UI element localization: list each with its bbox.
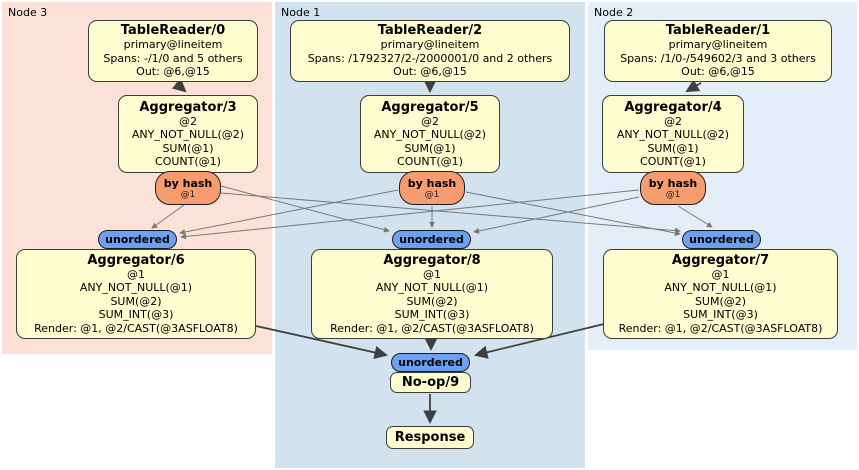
processor-detail: SUM(@1): [162, 141, 214, 155]
processor-detail: primary@lineitem: [668, 38, 768, 52]
router-label: by hash: [407, 176, 457, 190]
processor-detail: Render: @1, @2/CAST(@3ASFLOAT8): [330, 321, 534, 335]
processor-detail: @2: [664, 114, 682, 128]
processor-aggregator-5: Aggregator/5 @2 ANY_NOT_NULL(@2) SUM(@1)…: [360, 95, 500, 173]
processor-detail: ANY_NOT_NULL(@2): [616, 128, 730, 141]
processor-title: TableReader/1: [665, 23, 771, 39]
unordered-sync-agg7: unordered: [682, 230, 761, 249]
processor-detail: SUM_INT(@3): [98, 308, 174, 322]
by-hash-router-node1: by hash @1: [399, 171, 465, 205]
router-key: @1: [665, 189, 681, 200]
processor-aggregator-3: Aggregator/3 @2 ANY_NOT_NULL(@2) SUM(@1)…: [118, 95, 258, 173]
sync-label: unordered: [105, 233, 170, 246]
cluster-label: Node 2: [594, 6, 634, 19]
processor-detail: primary@lineitem: [380, 38, 480, 52]
sync-label: unordered: [398, 356, 463, 369]
router-key: @1: [180, 189, 196, 200]
processor-tablereader-0: TableReader/0 primary@lineitem Spans: -/…: [88, 20, 258, 82]
processor-detail: COUNT(@1): [155, 155, 221, 168]
processor-detail: SUM(@1): [647, 141, 699, 155]
processor-detail: ANY_NOT_NULL(@2): [373, 128, 487, 141]
unordered-sync-agg6: unordered: [98, 230, 177, 249]
processor-detail: SUM(@2): [110, 294, 162, 308]
processor-edges: [171, 78, 702, 425]
processor-tablereader-2: TableReader/2 primary@lineitem Spans: /1…: [290, 20, 570, 82]
router-key: @1: [424, 189, 440, 200]
processor-title: Aggregator/3: [139, 99, 237, 115]
processor-detail: primary@lineitem: [123, 38, 223, 52]
unordered-sync-agg8: unordered: [392, 230, 471, 249]
cluster-label: Node 1: [281, 6, 321, 19]
processor-aggregator-7: Aggregator/7 @1 ANY_NOT_NULL(@1) SUM(@2)…: [603, 249, 838, 339]
processor-detail: @1: [127, 267, 145, 281]
processor-detail: Spans: /1792327/2-/2000001/0 and 2 other…: [307, 51, 553, 65]
processor-detail: ANY_NOT_NULL(@1): [375, 281, 489, 295]
hash-router-streams: [151, 185, 713, 240]
processor-detail: Spans: /1/0-/549602/3 and 3 others: [620, 51, 816, 65]
sync-label: unordered: [689, 233, 754, 246]
response-node: Response: [386, 426, 474, 449]
processor-title: No-op/9: [401, 375, 460, 390]
router-label: by hash: [163, 176, 213, 190]
processor-aggregator-6: Aggregator/6 @1 ANY_NOT_NULL(@1) SUM(@2)…: [16, 249, 256, 339]
router-label: by hash: [648, 176, 698, 190]
by-hash-router-node2: by hash @1: [640, 171, 706, 205]
processor-aggregator-8: Aggregator/8 @1 ANY_NOT_NULL(@1) SUM(@2)…: [311, 249, 553, 339]
processor-detail: COUNT(@1): [397, 155, 463, 168]
processor-tablereader-1: TableReader/1 primary@lineitem Spans: /1…: [604, 20, 832, 82]
processor-detail: SUM(@1): [404, 141, 456, 155]
processor-detail: COUNT(@1): [640, 155, 706, 168]
processor-title: Aggregator/4: [624, 99, 722, 115]
processor-noop-9: No-op/9: [390, 372, 471, 393]
processor-detail: Out: @6,@15: [136, 65, 210, 79]
processor-detail: Render: @1, @2/CAST(@3ASFLOAT8): [34, 321, 238, 335]
processor-title: TableReader/2: [377, 23, 483, 39]
processor-detail: @2: [421, 114, 439, 128]
processor-detail: SUM(@2): [694, 294, 747, 308]
processor-detail: @1: [711, 267, 730, 281]
processor-detail: SUM(@2): [406, 294, 458, 308]
processor-title: TableReader/0: [120, 23, 226, 39]
processor-detail: Render: @1, @2/CAST(@3ASFLOAT8): [618, 321, 823, 335]
processor-title: Aggregator/5: [381, 99, 479, 115]
processor-detail: Spans: -/1/0 and 5 others: [103, 51, 243, 65]
sync-label: unordered: [399, 233, 464, 246]
processor-detail: @2: [179, 114, 197, 128]
processor-title: Aggregator/7: [671, 252, 770, 268]
processor-detail: Out: @6,@15: [393, 65, 467, 79]
processor-detail: @1: [423, 267, 441, 281]
processor-detail: SUM_INT(@3): [683, 308, 758, 322]
processor-detail: ANY_NOT_NULL(@1): [79, 281, 193, 295]
unordered-sync-final: unordered: [391, 353, 470, 372]
processor-aggregator-4: Aggregator/4 @2 ANY_NOT_NULL(@2) SUM(@1)…: [602, 95, 744, 173]
by-hash-router-node3: by hash @1: [155, 171, 221, 205]
processor-detail: ANY_NOT_NULL(@1): [664, 281, 777, 295]
processor-title: Aggregator/8: [383, 252, 481, 268]
response-title: Response: [394, 430, 466, 445]
processor-detail: Out: @6,@15: [681, 65, 755, 79]
processor-title: Aggregator/6: [87, 252, 185, 268]
cluster-label: Node 3: [8, 6, 48, 19]
processor-detail: ANY_NOT_NULL(@2): [131, 128, 245, 141]
processor-detail: SUM_INT(@3): [394, 308, 470, 322]
